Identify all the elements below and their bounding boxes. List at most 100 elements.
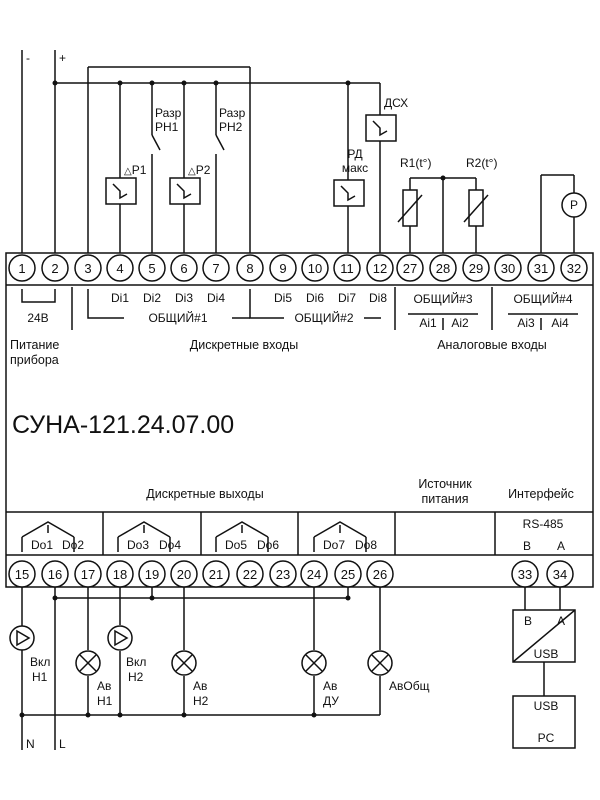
ai3-label: Ai3 — [517, 316, 535, 330]
razr2-line2: РН2 — [219, 120, 243, 134]
terminal-1: 1 — [8, 254, 36, 282]
l-label: L — [59, 737, 66, 751]
terminal-number: 26 — [373, 567, 387, 582]
terminal-28: 28 — [429, 254, 457, 282]
av1-line1: Ав — [97, 679, 111, 693]
terminal-circle — [269, 254, 297, 282]
do7-label: Do7 — [323, 538, 345, 552]
razr1-line1: Разр — [155, 106, 182, 120]
di2-label: Di2 — [143, 291, 161, 305]
terminal-circle — [202, 254, 230, 282]
vkl2-line2: Н2 — [128, 670, 144, 684]
terminal-circle — [494, 254, 522, 282]
terminal-23: 23 — [269, 560, 297, 588]
terminal-circle — [333, 254, 361, 282]
terminal-number: 30 — [501, 261, 515, 276]
terminal-33: 33 — [511, 560, 539, 588]
terminal-circle — [429, 254, 457, 282]
terminal-circle — [106, 254, 134, 282]
converter-labels: B A USB USB PC — [524, 614, 565, 745]
terminal-circle — [8, 560, 36, 588]
psu-title-line1: Источник — [418, 477, 472, 491]
terminal-circle — [334, 560, 362, 588]
rs485-a-label: A — [557, 539, 565, 553]
terminal-number: 24 — [307, 567, 321, 582]
di7-label: Di7 — [338, 291, 356, 305]
terminal-number: 31 — [534, 261, 548, 276]
r1-label: R1(t°) — [400, 156, 431, 170]
terminal-number: 9 — [279, 261, 286, 276]
p1-label: △P1 — [124, 163, 147, 177]
terminal-number: 27 — [403, 261, 417, 276]
terminal-20: 20 — [170, 560, 198, 588]
power-labels: - + N L — [26, 51, 66, 751]
device-body — [5, 252, 594, 588]
terminal-30: 30 — [494, 254, 522, 282]
plus-label: + — [59, 51, 66, 65]
terminal-number: 21 — [209, 567, 223, 582]
terminal-11: 11 — [333, 254, 361, 282]
terminal-21: 21 — [202, 560, 230, 588]
v24-label: 24В — [27, 311, 48, 325]
terminal-number: 19 — [145, 567, 159, 582]
do-contacts — [21, 521, 367, 552]
do5-label: Do5 — [225, 538, 247, 552]
terminal-number: 32 — [567, 261, 581, 276]
common3-label: ОБЩИЙ#3 — [413, 291, 472, 306]
terminal-circle — [300, 560, 328, 588]
terminal-number: 17 — [81, 567, 95, 582]
section-labels: Питание прибора Дискретные входы Аналого… — [10, 338, 574, 506]
lower-wiring — [21, 587, 576, 750]
terminal-circle — [366, 254, 394, 282]
di6-label: Di6 — [306, 291, 324, 305]
terminal-circle — [527, 254, 555, 282]
common2-label: ОБЩИЙ#2 — [294, 310, 353, 325]
terminal-number: 29 — [469, 261, 483, 276]
ai1-label: Ai1 — [419, 316, 437, 330]
terminal-circle — [236, 560, 264, 588]
load-glyphs — [16, 629, 389, 672]
vkl2-line1: Вкл — [126, 655, 146, 669]
rd-line2: макс — [342, 161, 368, 175]
upper-wiring — [21, 50, 587, 253]
rd-line1: РД — [347, 147, 362, 161]
terminal-number: 12 — [373, 261, 387, 276]
terminal-number: 11 — [340, 261, 354, 276]
vkl1-line2: Н1 — [32, 670, 48, 684]
minus-label: - — [26, 51, 30, 65]
load-labels: Вкл Н1 Ав Н1 Вкл Н2 Ав Н2 Ав ДУ АвОбщ — [30, 655, 430, 708]
terminal-32: 32 — [560, 254, 588, 282]
di1-label: Di1 — [111, 291, 129, 305]
pc-usb-label: USB — [534, 699, 559, 713]
terminal-2: 2 — [41, 254, 69, 282]
analog-inputs-title: Аналоговые входы — [437, 338, 547, 352]
av2-line1: Ав — [193, 679, 207, 693]
terminal-circle — [560, 254, 588, 282]
terminal-number: 10 — [308, 261, 322, 276]
terminal-number: 16 — [48, 567, 62, 582]
do8-label: Do8 — [355, 538, 377, 552]
terminal-number: 18 — [113, 567, 127, 582]
p2-label: △P2 — [188, 163, 211, 177]
terminal-circle — [41, 560, 69, 588]
do6-label: Do6 — [257, 538, 279, 552]
terminal-25: 25 — [334, 560, 362, 588]
power-section-line2: прибора — [10, 353, 59, 367]
terminal-29: 29 — [462, 254, 490, 282]
junction-dots — [19, 80, 446, 718]
terminal-4: 4 — [106, 254, 134, 282]
terminal-number: 3 — [84, 261, 91, 276]
av1-line2: Н1 — [97, 694, 113, 708]
r2-label: R2(t°) — [466, 156, 497, 170]
terminal-circle — [170, 560, 198, 588]
avdu-line2: ДУ — [323, 694, 339, 708]
dsx-label: ДСХ — [384, 96, 408, 110]
terminal-22: 22 — [236, 560, 264, 588]
terminal-number: 33 — [518, 567, 532, 582]
terminal-circle — [236, 254, 264, 282]
common1-label: ОБЩИЙ#1 — [148, 310, 207, 325]
rs485-title: RS-485 — [523, 517, 564, 531]
terminal-34: 34 — [546, 560, 574, 588]
terminal-circle — [106, 560, 134, 588]
